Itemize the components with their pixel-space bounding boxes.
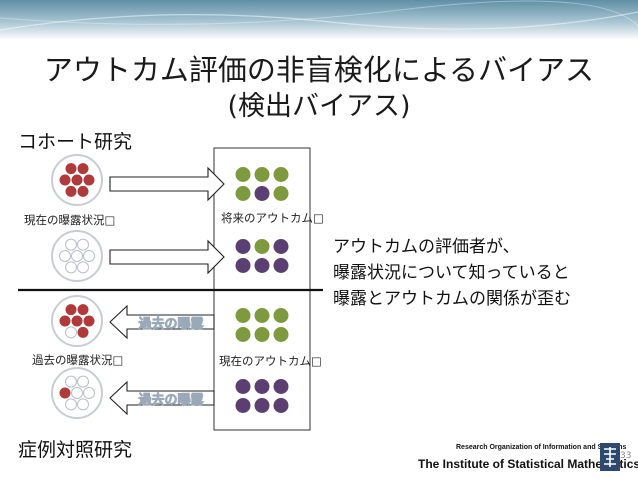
dot-green [254,327,270,342]
dot-purple [273,398,289,413]
current-exposure-label: 現在の曝露状況□ [24,213,116,227]
message-line-2: 曝露状況について知っていると [333,263,570,283]
past-exposure-label: 過去の曝露状況□ [32,353,124,367]
header-decoration [0,0,638,40]
backward-arrow-2 [109,380,215,416]
dot-purple [254,398,270,413]
forward-arrow-1 [109,166,225,202]
dot-empty [77,398,89,411]
dot-purple [235,398,251,413]
message-line-3: 曝露とアウトカムの関係が歪む [333,289,571,309]
dot-purple [254,379,270,394]
dot-red [59,174,71,186]
slide-title: アウトカム評価の非盲検化によるバイアス [43,53,595,87]
dot-red [77,163,89,175]
dot-empty [77,238,89,251]
dot-red [65,304,77,316]
dot-purple [273,239,289,254]
dot-red [71,174,83,186]
dot-red [83,174,95,186]
message-text: アウトカムの評価者が、 曝露状況について知っていると 曝露とアウトカムの関係が歪… [333,234,571,312]
dot-green [273,308,289,323]
forward-arrow-2 [109,239,225,275]
dot-empty [65,238,77,251]
current-outcome-label: 現在のアウトカム□ [219,354,322,368]
backward-arrow-1-text: 過去の曝露 [137,316,204,332]
footer-institute: The Institute of Statistical Mathematics [418,457,638,471]
slide-subtitle: (検出バイアス) [227,91,411,122]
dot-empty [71,250,83,262]
dot-red [83,315,95,327]
backward-arrow-1 [109,304,215,340]
dot-purple [235,239,251,254]
case-control-study-label: 症例対照研究 [18,439,133,461]
dot-empty [83,387,95,399]
dot-green [254,308,270,323]
dot-green [235,308,251,323]
dot-red [59,387,71,399]
dot-empty [83,250,95,262]
dot-empty [65,261,77,274]
dot-empty [65,326,77,339]
dot-green [254,239,270,254]
dot-purple [254,258,270,273]
dot-empty [71,387,83,399]
backward-arrow-2-text: 過去の曝露 [137,392,204,408]
dot-empty [77,261,89,274]
dot-green [235,186,251,201]
message-line-1: アウトカムの評価者が、 [333,237,520,257]
dot-empty [65,398,77,411]
dot-purple [235,379,251,394]
dot-green [273,327,289,342]
dot-red [77,304,89,316]
slide-number: 33 [620,451,632,461]
dot-empty [65,375,77,388]
dot-green [254,167,270,182]
dot-purple [273,379,289,394]
dot-green [273,186,289,201]
institute-logo-icon [600,443,620,471]
dot-purple [235,258,251,273]
dot-red [59,315,71,327]
dot-green [273,167,289,182]
dot-red [77,185,89,197]
dot-empty [77,375,89,388]
future-outcome-label: 将来のアウトカム□ [221,211,324,225]
cohort-study-label: コホート研究 [18,131,133,153]
dot-green [235,167,251,182]
dot-red [71,315,83,327]
dot-purple [273,258,289,273]
dot-green [235,327,251,342]
dot-purple [254,186,270,201]
dot-red [65,185,77,197]
dot-red [65,163,77,175]
footer-organization: Research Organization of Information and… [456,444,627,451]
dot-red [77,326,89,338]
dot-empty [59,250,71,262]
